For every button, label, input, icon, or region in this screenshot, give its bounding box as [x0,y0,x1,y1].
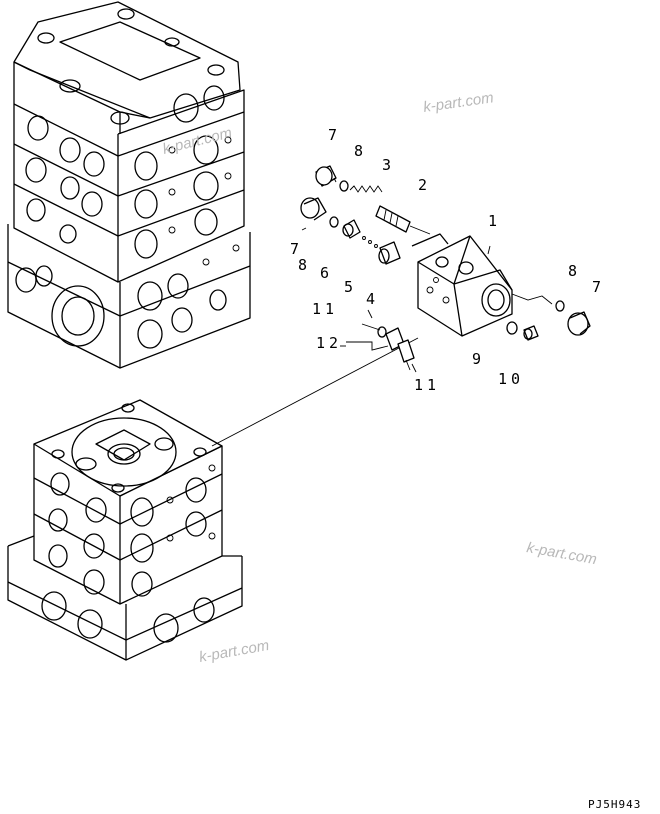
reference-leader-line [211,337,419,447]
drawing-code: PJ5H943 [588,798,641,811]
callout-6: 6 [320,264,329,282]
callout-11-upper: 11 [312,300,338,318]
watermark-3: k-part.com [525,539,598,568]
callout-8-top: 8 [354,142,363,160]
callout-7-top: 7 [328,126,337,144]
callout-9: 9 [472,350,481,368]
callout-7-left: 7 [290,240,299,258]
callout-5: 5 [344,278,353,296]
callout-7-right: 7 [592,278,601,296]
watermark-4: k-part.com [198,637,271,666]
callout-leader-lines [301,227,491,373]
upper-control-valve-assembly [7,1,251,369]
watermarks: k-part.com k-part.com k-part.com k-part.… [161,89,598,666]
callout-8-right: 8 [568,262,577,280]
lower-control-valve-assembly [7,399,243,661]
callout-labels: 7 8 3 2 1 7 8 6 5 4 11 12 11 8 7 9 10 [290,126,601,394]
callout-8-left: 8 [298,256,307,274]
callout-1: 1 [488,212,497,230]
callout-12: 12 [316,334,342,352]
callout-2: 2 [418,176,427,194]
callout-3: 3 [382,156,391,174]
callout-4: 4 [366,290,375,308]
callout-10: 10 [498,370,524,388]
callout-11-lower: 11 [414,376,440,394]
watermark-1: k-part.com [422,89,495,116]
watermark-2: k-part.com [161,124,234,158]
exploded-valve-parts [300,165,591,371]
